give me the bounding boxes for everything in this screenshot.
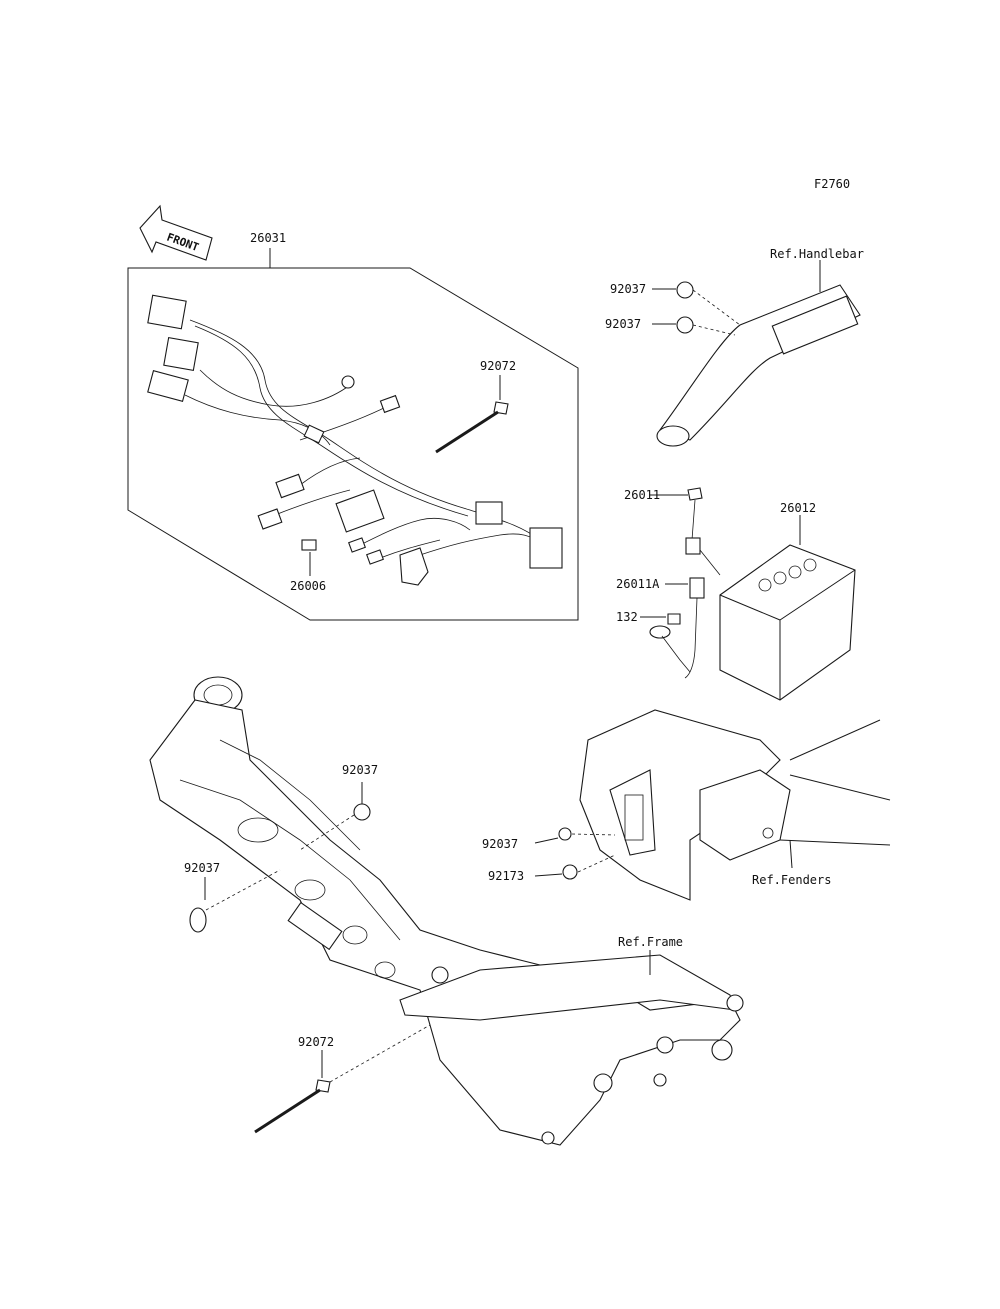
battery-assembly: 26012 <box>719 501 856 701</box>
callout-92037-bracket: 92037 <box>482 837 518 851</box>
callout-26011A: 26011A <box>616 577 660 591</box>
frame: Ref.Frame 92037 92037 92072 <box>149 676 744 1146</box>
callout-92072-box: 92072 <box>480 359 516 373</box>
callout-92072-frame: 92072 <box>298 1035 334 1049</box>
handlebar-ref: Ref.Handlebar <box>770 247 864 261</box>
harness-assembly: 26031 26006 92072 <box>127 231 579 621</box>
battery-bracket: Ref.Fenders 92037 92173 <box>482 709 891 901</box>
callout-26006: 26006 <box>290 579 326 593</box>
frame-ref: Ref.Frame <box>618 935 683 949</box>
callout-92037-frame-left: 92037 <box>184 861 220 875</box>
fenders-ref: Ref.Fenders <box>752 873 831 887</box>
callout-92037-handlebar-lower: 92037 <box>605 317 641 331</box>
callout-26031: 26031 <box>250 231 286 245</box>
callout-132: 132 <box>616 610 638 624</box>
front-arrow-icon: FRONT <box>139 204 213 261</box>
callout-92173: 92173 <box>488 869 524 883</box>
callout-26011: 26011 <box>624 488 660 502</box>
callout-26012: 26012 <box>780 501 816 515</box>
battery-leads: 26011 26011A 132 <box>616 487 721 679</box>
callout-92037-handlebar-upper: 92037 <box>610 282 646 296</box>
figure-code: F2760 <box>814 177 850 191</box>
handlebar: Ref.Handlebar 92037 92037 <box>605 247 864 447</box>
callout-92037-frame-upper: 92037 <box>342 763 378 777</box>
